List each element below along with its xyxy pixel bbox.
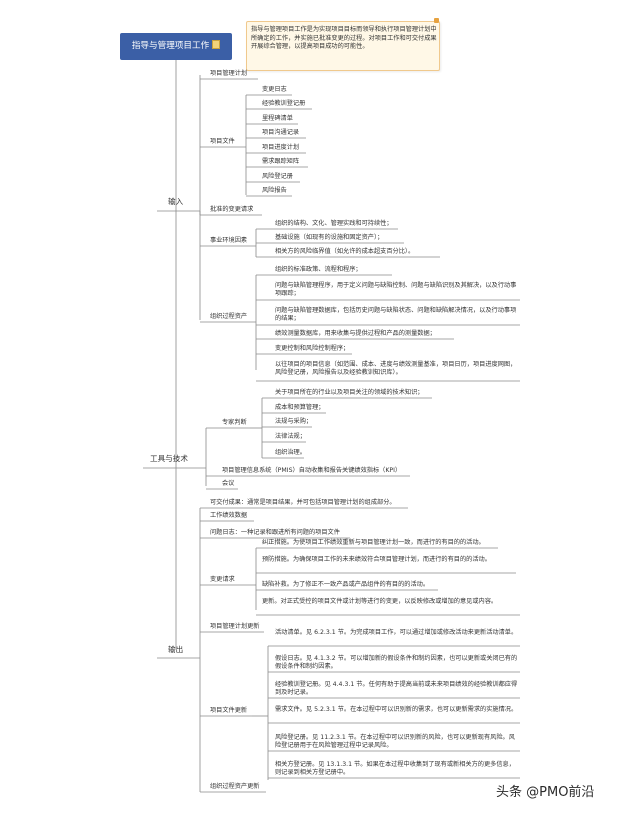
pin-icon bbox=[434, 18, 439, 23]
input-eef[interactable]: 事业环境因素 bbox=[210, 237, 248, 244]
list-item[interactable]: 以往项目的项目信息（如范围、成本、进度与绩效测量基准，项目日历，项目进度网图，风… bbox=[275, 361, 517, 377]
output-pm-plan-updates[interactable]: 项目管理计划更新 bbox=[210, 623, 260, 630]
list-item[interactable]: 需求文件。见 5.2.3.1 节。在本过程中可以识别新的需求，也可以更新需求的实… bbox=[275, 706, 518, 713]
branch-input[interactable]: 输入 bbox=[168, 197, 184, 206]
list-item[interactable]: 变更控制和风险控制程序； bbox=[275, 345, 350, 352]
list-item[interactable]: 风险报告 bbox=[262, 187, 287, 194]
list-item[interactable]: 成本和预算管理； bbox=[275, 404, 325, 411]
list-item[interactable]: 问题与缺陷管理程序，用于定义问题与缺陷控制、问题与缺陷识别及其解决，以及行动事项… bbox=[275, 282, 517, 298]
output-work-performance-data[interactable]: 工作绩效数据 bbox=[210, 512, 248, 519]
input-opa[interactable]: 组织过程资产 bbox=[210, 313, 248, 320]
list-item[interactable]: 里程碑清单 bbox=[262, 115, 293, 122]
root-node[interactable]: 指导与管理项目工作 bbox=[120, 33, 232, 60]
tools-meetings[interactable]: 会议 bbox=[222, 480, 235, 487]
root-note: 指导与管理项目工作是为实现项目目标而领导和执行项目管理计划中所确定的工作，并实施… bbox=[246, 21, 440, 71]
list-item[interactable]: 绩效测量数据库，用来收集与提供过程和产品的测量数据； bbox=[275, 330, 436, 337]
list-item[interactable]: 经验教训登记册 bbox=[262, 100, 306, 107]
list-item[interactable]: 组织的结构、文化、管理实践和可持续性； bbox=[275, 220, 393, 227]
list-item[interactable]: 基础设施（如现有的设施和固定资产）； bbox=[275, 234, 384, 241]
list-item[interactable]: 风险登记册 bbox=[262, 173, 293, 180]
list-item[interactable]: 纠正措施。为使项目工作绩效重新与项目管理计划一致，而进行的有目的的活动。 bbox=[262, 539, 485, 546]
list-item[interactable]: 经验教训登记册。见 4.4.3.1 节。任何有助于提高当前或未来项目绩效的经验教… bbox=[275, 681, 518, 697]
root-label: 指导与管理项目工作 bbox=[131, 41, 210, 51]
output-issue-log[interactable]: 问题日志：一种记录和跟进所有问题的项目文件 bbox=[210, 529, 340, 536]
list-item[interactable]: 缺陷补救。为了修正不一致产品或产品组件的有目的的活动。 bbox=[262, 581, 430, 588]
note-icon[interactable] bbox=[212, 40, 221, 49]
input-pm-plan[interactable]: 项目管理计划 bbox=[210, 70, 248, 77]
list-item[interactable]: 项目进度计划 bbox=[262, 144, 300, 151]
list-item[interactable]: 问题与缺陷管理数据库，包括历史问题与缺陷状态、问题和缺陷解决情况，以及行动事项的… bbox=[275, 307, 517, 323]
list-item[interactable]: 更新。对正式受控的项目文件或计划等进行的变更，以反映修改或增加的意见或内容。 bbox=[262, 598, 498, 605]
input-approved-changes[interactable]: 批准的变更请求 bbox=[210, 206, 254, 213]
output-opa-updates[interactable]: 组织过程资产更新 bbox=[210, 783, 260, 790]
output-doc-updates[interactable]: 项目文件更新 bbox=[210, 707, 248, 714]
list-item[interactable]: 相关方登记册。见 13.1.3.1 节。如果在本过程中收集到了现有或新相关方的更… bbox=[275, 761, 515, 777]
list-item[interactable]: 法规与采购； bbox=[275, 418, 313, 425]
list-item[interactable]: 组织的标准政策、流程和程序； bbox=[275, 266, 362, 273]
list-item[interactable]: 预防措施。为确保项目工作的未来绩效符合项目管理计划，而进行的有目的的活动。 bbox=[262, 556, 491, 563]
list-item[interactable]: 组织治理。 bbox=[275, 449, 306, 456]
list-item[interactable]: 项目沟通记录 bbox=[262, 129, 300, 136]
list-item[interactable]: 变更日志 bbox=[262, 86, 287, 93]
list-item[interactable]: 相关方的风险临界值（如允许的成本超支百分比）。 bbox=[275, 248, 415, 255]
input-project-docs[interactable]: 项目文件 bbox=[210, 138, 235, 145]
output-deliverables[interactable]: 可交付成果：通常是项目结果，并可包括项目管理计划的组成部分。 bbox=[210, 499, 396, 506]
tools-pmis[interactable]: 项目管理信息系统（PMIS）自动收集和报告关键绩效指标（KPI） bbox=[222, 467, 402, 474]
branch-output[interactable]: 输出 bbox=[168, 645, 184, 654]
branch-tools[interactable]: 工具与技术 bbox=[150, 454, 188, 463]
list-item[interactable]: 法律法规； bbox=[275, 433, 306, 440]
root-note-text: 指导与管理项目工作是为实现项目目标而领导和执行项目管理计划中所确定的工作，并实施… bbox=[251, 26, 437, 51]
list-item[interactable]: 关于项目所在的行业以及项目关注的领域的技术知识； bbox=[275, 389, 424, 396]
list-item[interactable]: 活动清单。见 6.2.3.1 节。为完成项目工作，可以通过增加或修改活动来更新活… bbox=[275, 629, 518, 636]
tools-expert[interactable]: 专家判断 bbox=[222, 419, 247, 426]
list-item[interactable]: 假设日志。见 4.1.3.2 节。可以增加新的假设条件和制约因素，也可以更新或关… bbox=[275, 655, 518, 671]
list-item[interactable]: 需求跟踪矩阵 bbox=[262, 158, 300, 165]
watermark: 头条 @PMO前沿 bbox=[496, 785, 595, 800]
output-change-requests[interactable]: 变更请求 bbox=[210, 576, 235, 583]
list-item[interactable]: 风险登记册。见 11.2.3.1 节。在本过程中可以识别新的风险，也可以更新现有… bbox=[275, 734, 515, 750]
